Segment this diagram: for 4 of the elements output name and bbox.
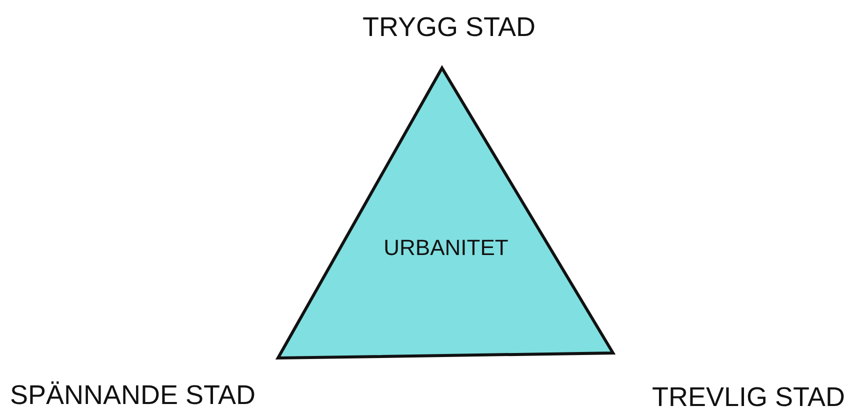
corner-label: TRYGG STAD: [362, 14, 536, 41]
center-label: URBANITET: [384, 237, 508, 259]
corner-label: SPÄNNANDE STAD: [10, 382, 256, 409]
corner-label: TREVLIG STAD: [652, 384, 845, 410]
